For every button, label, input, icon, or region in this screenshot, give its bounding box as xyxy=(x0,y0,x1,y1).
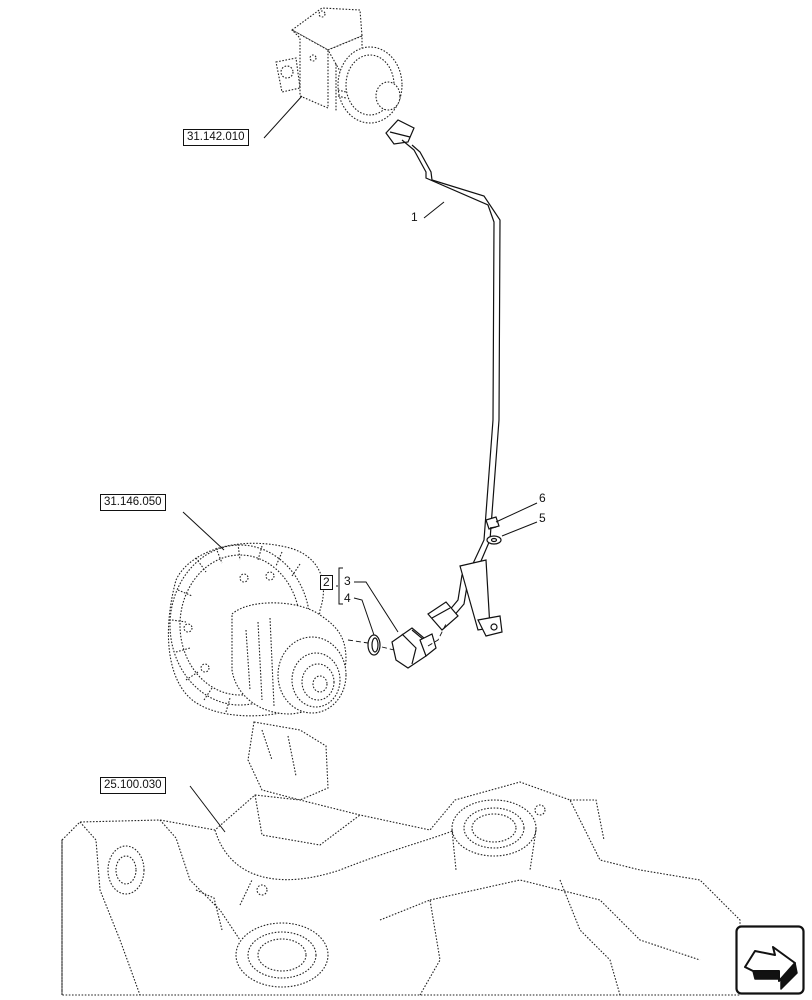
leader-lines xyxy=(182,95,538,833)
wheel-hub xyxy=(167,542,347,717)
washer-part xyxy=(486,535,502,545)
valve-block xyxy=(275,7,403,124)
callout-washer[interactable]: 5 xyxy=(539,511,546,525)
callout-kit[interactable]: 2 xyxy=(320,575,333,590)
hub-reference-link[interactable]: 31.146.050 xyxy=(100,494,166,511)
axle-housing xyxy=(61,721,741,996)
next-page-button[interactable] xyxy=(735,925,805,995)
assembly-centerline xyxy=(347,623,447,651)
callout-pipe[interactable]: 1 xyxy=(411,210,418,224)
fitting-part xyxy=(391,627,437,669)
callout-fitting[interactable]: 3 xyxy=(344,574,351,588)
hydraulic-pipe xyxy=(385,119,503,637)
callout-bolt[interactable]: 6 xyxy=(539,491,546,505)
bolt-part xyxy=(485,516,500,530)
seal-ring-part xyxy=(367,634,381,656)
callout-seal-ring[interactable]: 4 xyxy=(344,591,351,605)
valve-reference-link[interactable]: 31.142.010 xyxy=(183,129,249,146)
next-page-arrow-icon xyxy=(735,925,805,995)
axle-reference-link[interactable]: 25.100.030 xyxy=(100,777,166,794)
